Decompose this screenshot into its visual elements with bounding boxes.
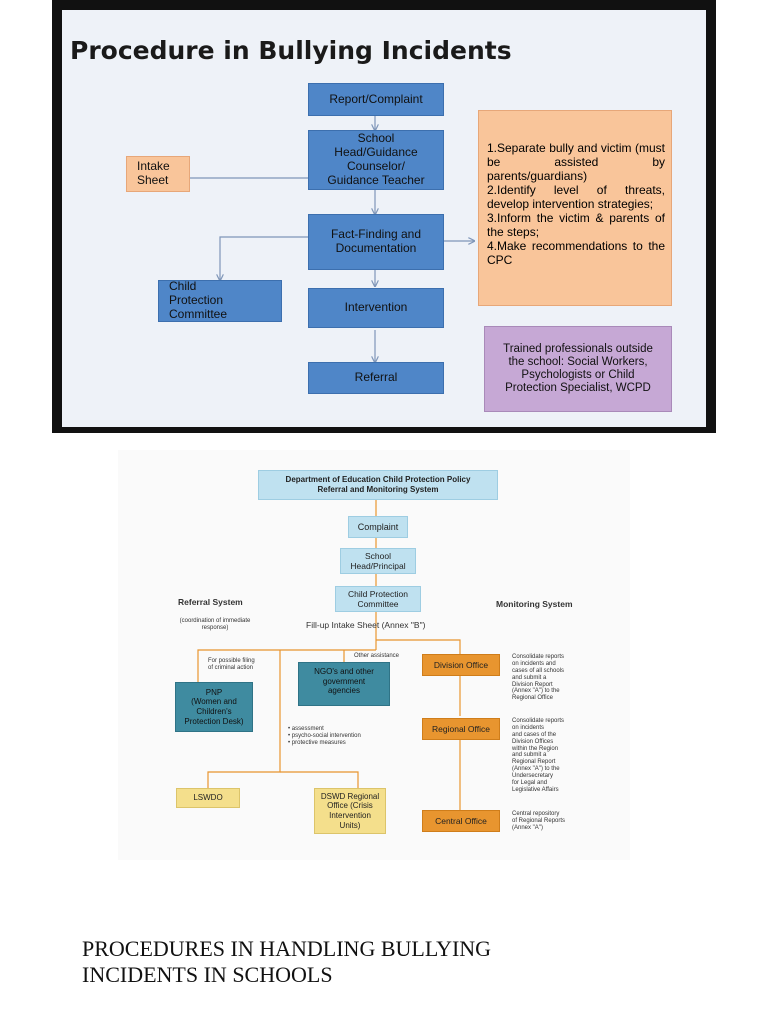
cpc-diagram-box: Child Protection Committee — [335, 586, 421, 612]
referral-system-note: (coordination of immediate response) — [179, 618, 251, 631]
step-2: 2.Identify level of threats, develop int… — [487, 183, 665, 212]
slide-connectors — [190, 116, 706, 427]
school-head-principal-box: School Head/Principal — [340, 548, 416, 574]
step-3: 3.Inform the victim & parents of the ste… — [487, 211, 665, 240]
referral-system-label: Referral System — [178, 597, 243, 607]
school-head-box: School Head/Guidance Counselor/ Guidance… — [308, 130, 444, 190]
bullying-procedure-slide: Procedure in Bullying Incidents Report/C… — [62, 10, 706, 427]
steps-box: 1.Separate bully and victim (must be ass… — [478, 110, 672, 306]
services-list: • assessment • psycho-social interventio… — [288, 726, 361, 746]
intervention-box: Intervention — [308, 288, 444, 328]
diagram-connectors — [197, 498, 461, 810]
diagram-title-box: Department of Education Child Protection… — [258, 470, 498, 500]
intake-sheet-label: Fill-up Intake Sheet (Annex "B") — [306, 620, 426, 630]
step-1: 1.Separate bully and victim (must be ass… — [487, 141, 665, 184]
dswd-box: DSWD Regional Office (Crisis Interventio… — [314, 788, 386, 834]
document-heading: PROCEDURES IN HANDLING BULLYING INCIDENT… — [82, 936, 492, 988]
other-assistance-label: Other assistance — [354, 653, 400, 659]
filing-note: For possible filing of criminal action — [208, 658, 255, 671]
central-office-note: Central repository of Regional Reports (… — [512, 811, 566, 831]
cpc-box: Child Protection Committee — [158, 279, 282, 322]
central-office-box: Central Office — [422, 810, 500, 832]
regional-office-note: Consolidate reports on incidents and cas… — [512, 718, 565, 793]
ngo-box: NGO's and other government agencies — [298, 662, 390, 706]
slide-title: Procedure in Bullying Incidents — [70, 36, 512, 65]
report-complaint-box: Report/Complaint — [308, 83, 444, 116]
trained-professionals-box: Trained professionals outside the school… — [484, 326, 672, 412]
division-office-note: Consolidate reports on incidents and cas… — [512, 654, 565, 702]
fact-finding-box: Fact-Finding and Documentation — [308, 214, 444, 270]
referral-box: Referral — [308, 362, 444, 394]
step-4: 4.Make recommendations to the CPC — [487, 239, 665, 268]
intake-sheet-box: Intake Sheet — [126, 156, 190, 192]
pnp-box: PNP (Women and Children's Protection Des… — [175, 682, 253, 732]
division-office-box: Division Office — [422, 654, 500, 676]
referral-monitoring-diagram: Department of Education Child Protection… — [118, 450, 630, 860]
complaint-box: Complaint — [348, 516, 408, 538]
lswdo-box: LSWDO — [176, 788, 240, 808]
monitoring-system-label: Monitoring System — [496, 599, 573, 609]
regional-office-box: Regional Office — [422, 718, 500, 740]
